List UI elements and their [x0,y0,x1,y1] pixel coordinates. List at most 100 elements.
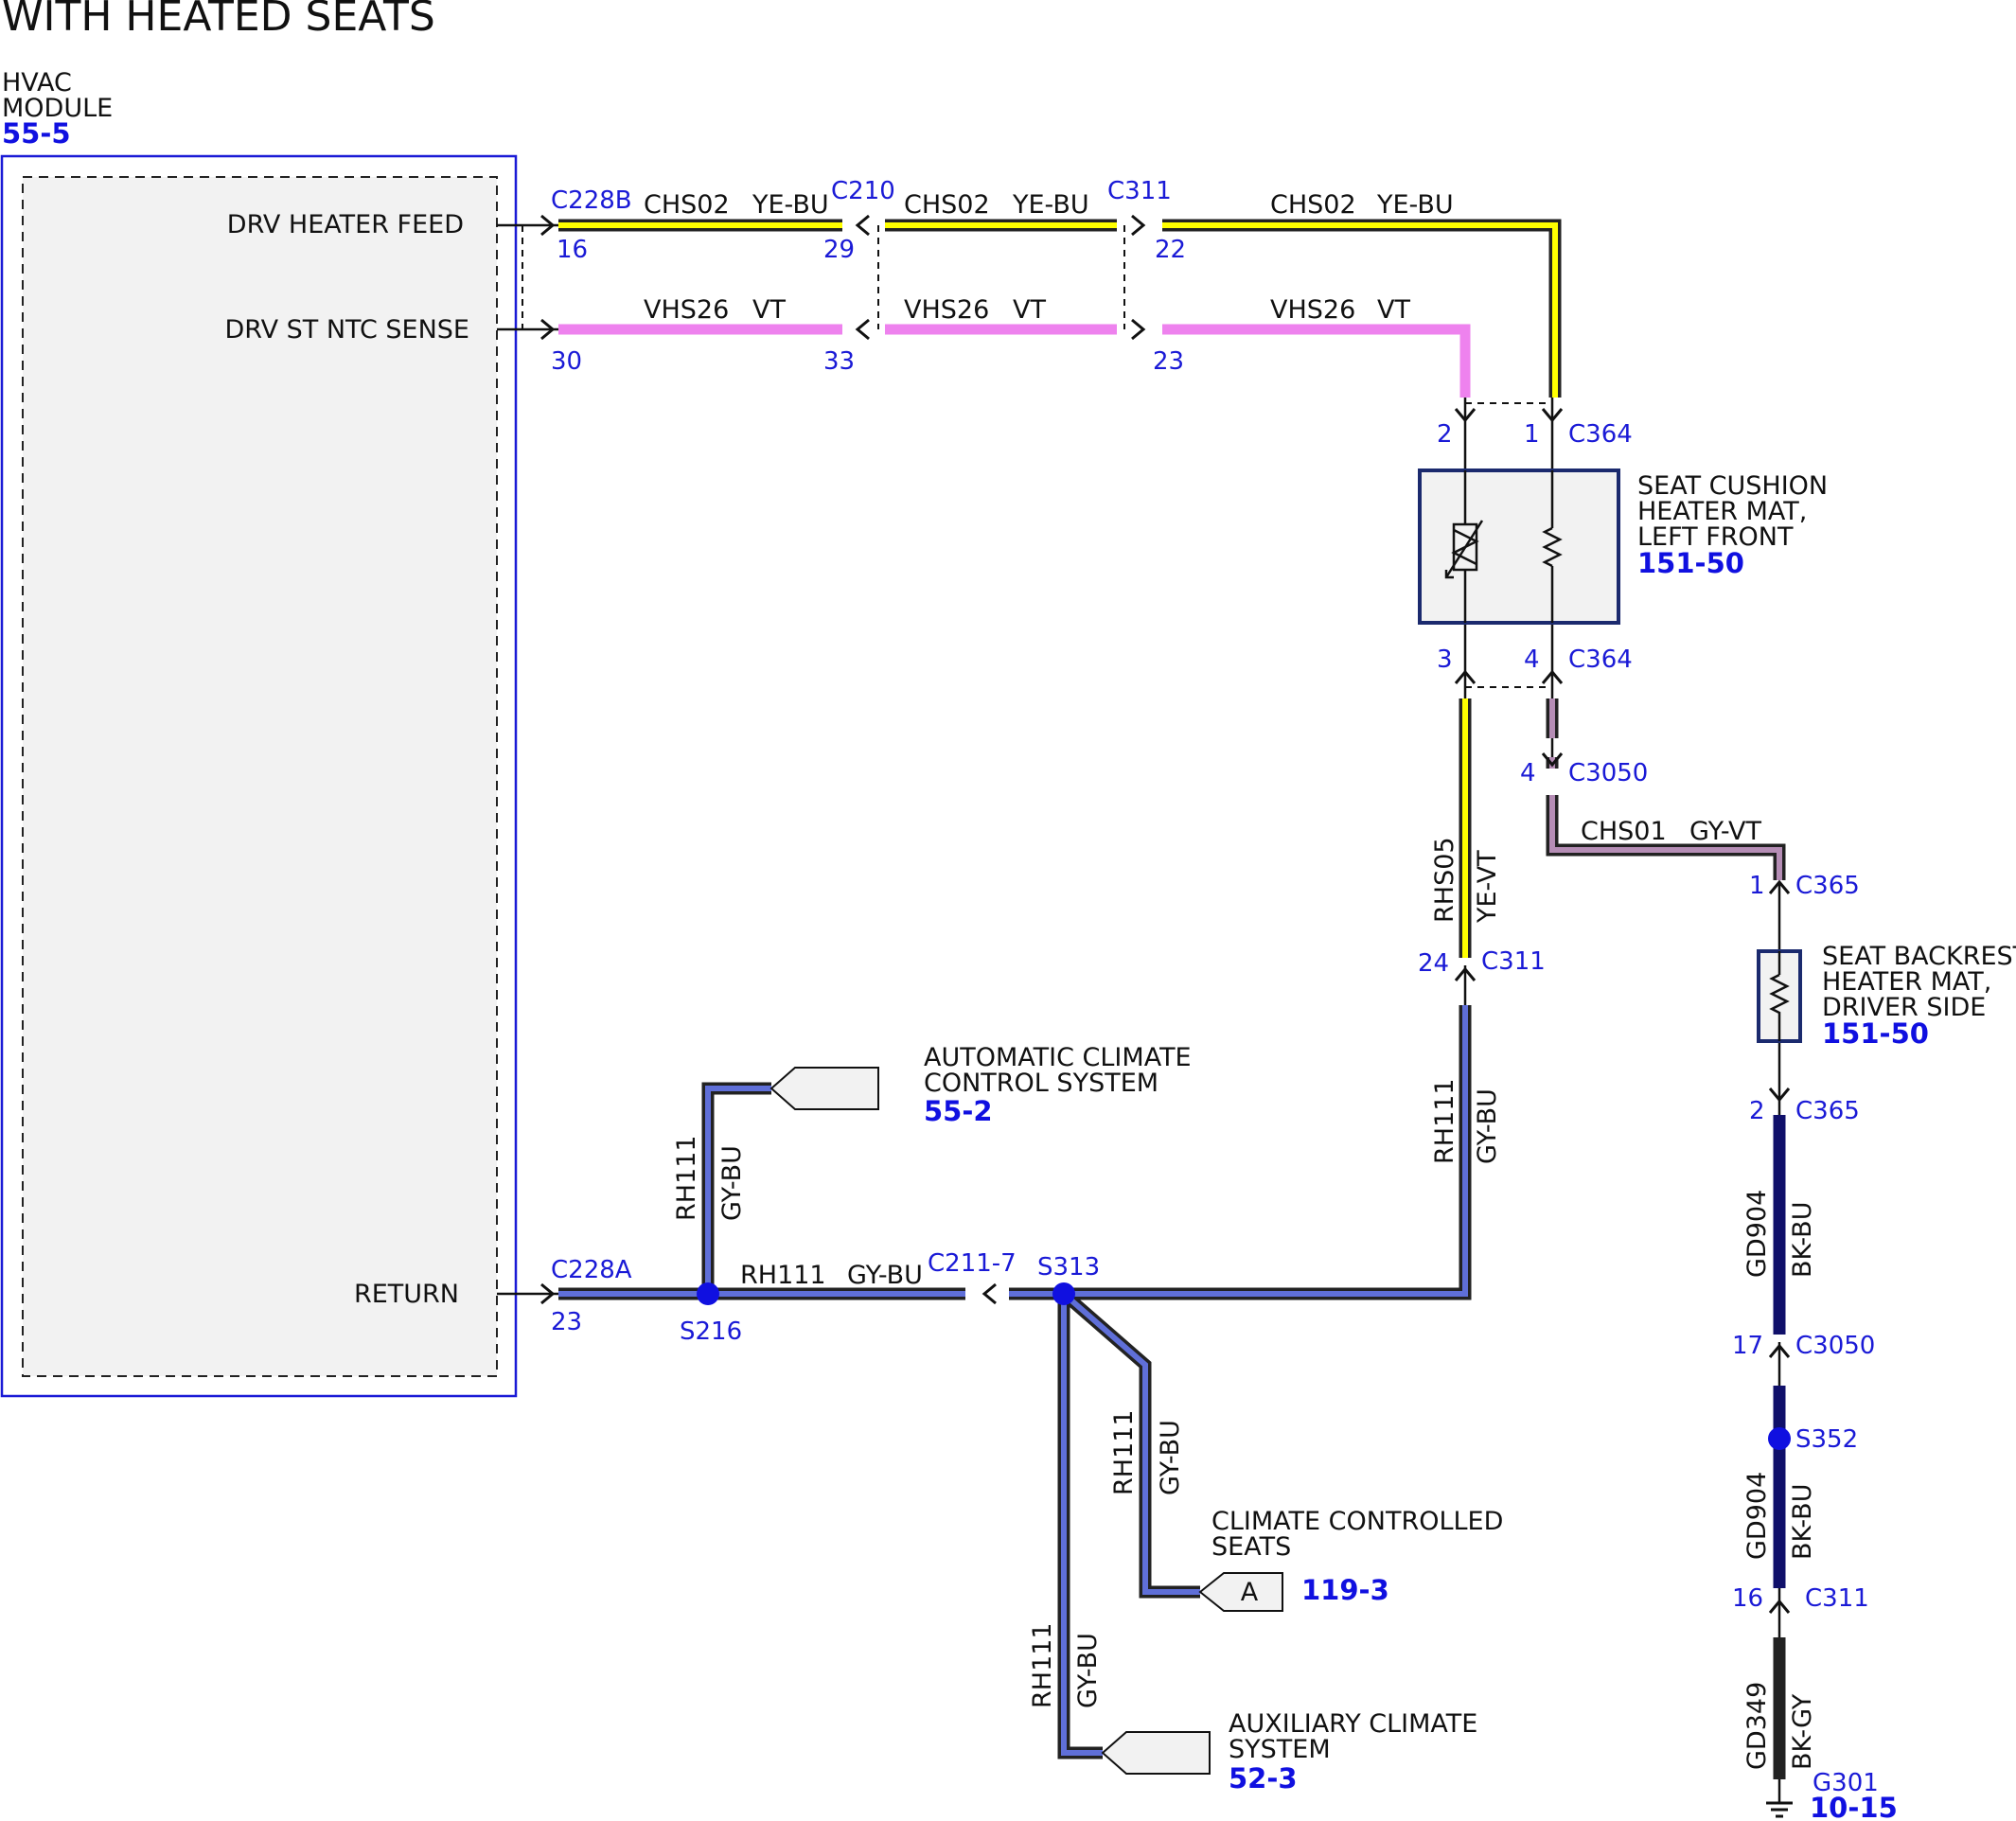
wire-color-vt-1: VT [752,295,786,325]
splice-label-s352: S352 [1795,1425,1858,1454]
connector-c364-bottom: C364 [1568,645,1633,674]
plain-conductors [497,223,1781,1803]
wire-rh111-acc[interactable] [705,1086,771,1294]
seat-cushion-heater-box[interactable] [1418,469,1620,625]
ground-name-g301: G301 [1813,1769,1879,1797]
ccs-label-line1: CLIMATE CONTROLLED [1211,1507,1503,1536]
aux-offpage-connector[interactable] [1101,1731,1211,1775]
pin-17-c3050: 17 [1732,1332,1763,1360]
cushion-ref[interactable]: 151-50 [1637,547,1744,579]
wire-label-chs02-3: CHS02 [1270,190,1356,220]
wire-color-gy-bu-h: GY-BU [847,1261,923,1290]
heater-element-icon [1542,526,1563,568]
pin-29: 29 [823,236,855,264]
wire-color-bk-bu-2: BK-BU [1788,1484,1817,1560]
wire-label-gd904-2: GD904 [1742,1472,1772,1560]
splice-label-s313: S313 [1037,1253,1100,1282]
connector-c210: C210 [831,177,895,205]
wire-label-vhs26-3: VHS26 [1270,295,1355,325]
wire-label-rh111-h: RH111 [740,1261,826,1290]
ground-ref[interactable]: 10-15 [1810,1792,1898,1821]
connector-c211: C211-7 [928,1249,1017,1278]
wire-vhs26-seg3[interactable] [1162,324,1471,398]
wire-label-chs02-2: CHS02 [904,190,990,220]
acc-ref[interactable]: 55-2 [924,1095,993,1127]
pin-label-ntc: DRV ST NTC SENSE [225,315,469,345]
wire-label-gd349: GD349 [1742,1682,1772,1770]
pin-label-feed: DRV HEATER FEED [227,210,464,239]
wire-color-gy-vt: GY-VT [1689,817,1761,846]
hvac-module-name-line1: HVAC [2,68,72,97]
wire-rh111-ccs[interactable] [1062,1291,1200,1595]
wire-rh111-c311[interactable] [1009,1005,1468,1297]
ccs-connector-letter: A [1241,1578,1259,1607]
aux-ref[interactable]: 52-3 [1229,1762,1298,1794]
wire-chs01[interactable] [1549,795,1782,880]
pin-16: 16 [557,236,588,264]
acc-offpage-connector[interactable] [769,1067,879,1110]
connector-c311-mid: C311 [1481,947,1546,976]
wire-label-chs01: CHS01 [1581,817,1667,846]
backrest-label-line2: HEATER MAT, [1822,967,1991,997]
connector-c228b: C228B [551,186,632,215]
backrest-label-line3: DRIVER SIDE [1822,993,1986,1022]
pin-2-c364: 2 [1437,420,1453,449]
hvac-module-inner [22,176,498,1377]
connector-c228a: C228A [551,1256,632,1284]
wire-rh111-aux[interactable] [1061,1294,1103,1756]
wire-color-bk-bu-1: BK-BU [1788,1202,1817,1278]
cushion-label-line1: SEAT CUSHION [1637,471,1828,501]
pin-2-c365: 2 [1749,1097,1765,1125]
cushion-label-line2: HEATER MAT, [1637,497,1807,526]
wire-color-ye-vt: YE-VT [1473,850,1502,924]
wire-label-rh111-c311: RH111 [1430,1078,1459,1164]
pin-4-c364: 4 [1524,645,1540,674]
wire-label-vhs26-2: VHS26 [904,295,989,325]
connector-c311-bottom: C311 [1805,1584,1869,1613]
splice-s313[interactable] [1052,1282,1075,1305]
ground-icon [1766,1801,1793,1818]
acc-label-line1: AUTOMATIC CLIMATE [924,1043,1192,1072]
ntc-thermistor-icon [1444,520,1484,579]
pin-3-c364: 3 [1437,645,1453,674]
wire-color-ye-bu-3: YE-BU [1376,190,1454,220]
connector-c3050-bottom: C3050 [1795,1332,1875,1360]
pin-1-c365: 1 [1749,872,1765,900]
connector-c365-bottom: C365 [1795,1097,1860,1125]
wire-color-gy-bu-c311: GY-BU [1473,1088,1502,1164]
splice-s216[interactable] [697,1282,719,1305]
pin-16-c311: 16 [1732,1584,1763,1613]
wire-color-bk-gy: BK-GY [1788,1693,1817,1770]
backrest-heater-element-icon [1769,973,1790,1017]
ccs-ref[interactable]: 119-3 [1301,1574,1389,1606]
hvac-module-name-line2: MODULE [2,94,113,123]
splice-label-s216: S216 [680,1317,742,1346]
wire-color-ye-bu-2: YE-BU [1012,190,1089,220]
connector-c311-top: C311 [1107,177,1172,205]
wire-chs02-seg3[interactable] [1162,222,1558,398]
aux-label-line2: SYSTEM [1229,1735,1331,1764]
connector-groupings [522,225,1552,688]
wire-color-ye-bu-1: YE-BU [752,190,829,220]
ccs-offpage-connector[interactable] [1198,1572,1283,1612]
wire-label-rh111-ccs: RH111 [1109,1409,1139,1495]
splice-s352[interactable] [1768,1427,1791,1450]
pin-label-return: RETURN [354,1280,459,1309]
wires [558,219,1786,1779]
backrest-ref[interactable]: 151-50 [1822,1017,1929,1050]
pin-22: 22 [1155,236,1186,264]
connector-arrows [540,214,1791,1614]
connector-c365-top: C365 [1795,872,1860,900]
wire-label-rh111-aux: RH111 [1028,1622,1057,1708]
ccs-label-line2: SEATS [1211,1532,1291,1562]
wire-color-vt-2: VT [1013,295,1046,325]
pin-1-c364: 1 [1524,420,1540,449]
connector-c364-top: C364 [1568,420,1633,449]
pin-30: 30 [551,347,582,376]
wire-label-vhs26-1: VHS26 [644,295,729,325]
wire-label-gd904-1: GD904 [1742,1190,1772,1278]
wire-color-gy-bu-ccs: GY-BU [1156,1420,1185,1495]
acc-label-line2: CONTROL SYSTEM [924,1069,1158,1098]
hvac-module-ref[interactable]: 55-5 [2,117,71,150]
